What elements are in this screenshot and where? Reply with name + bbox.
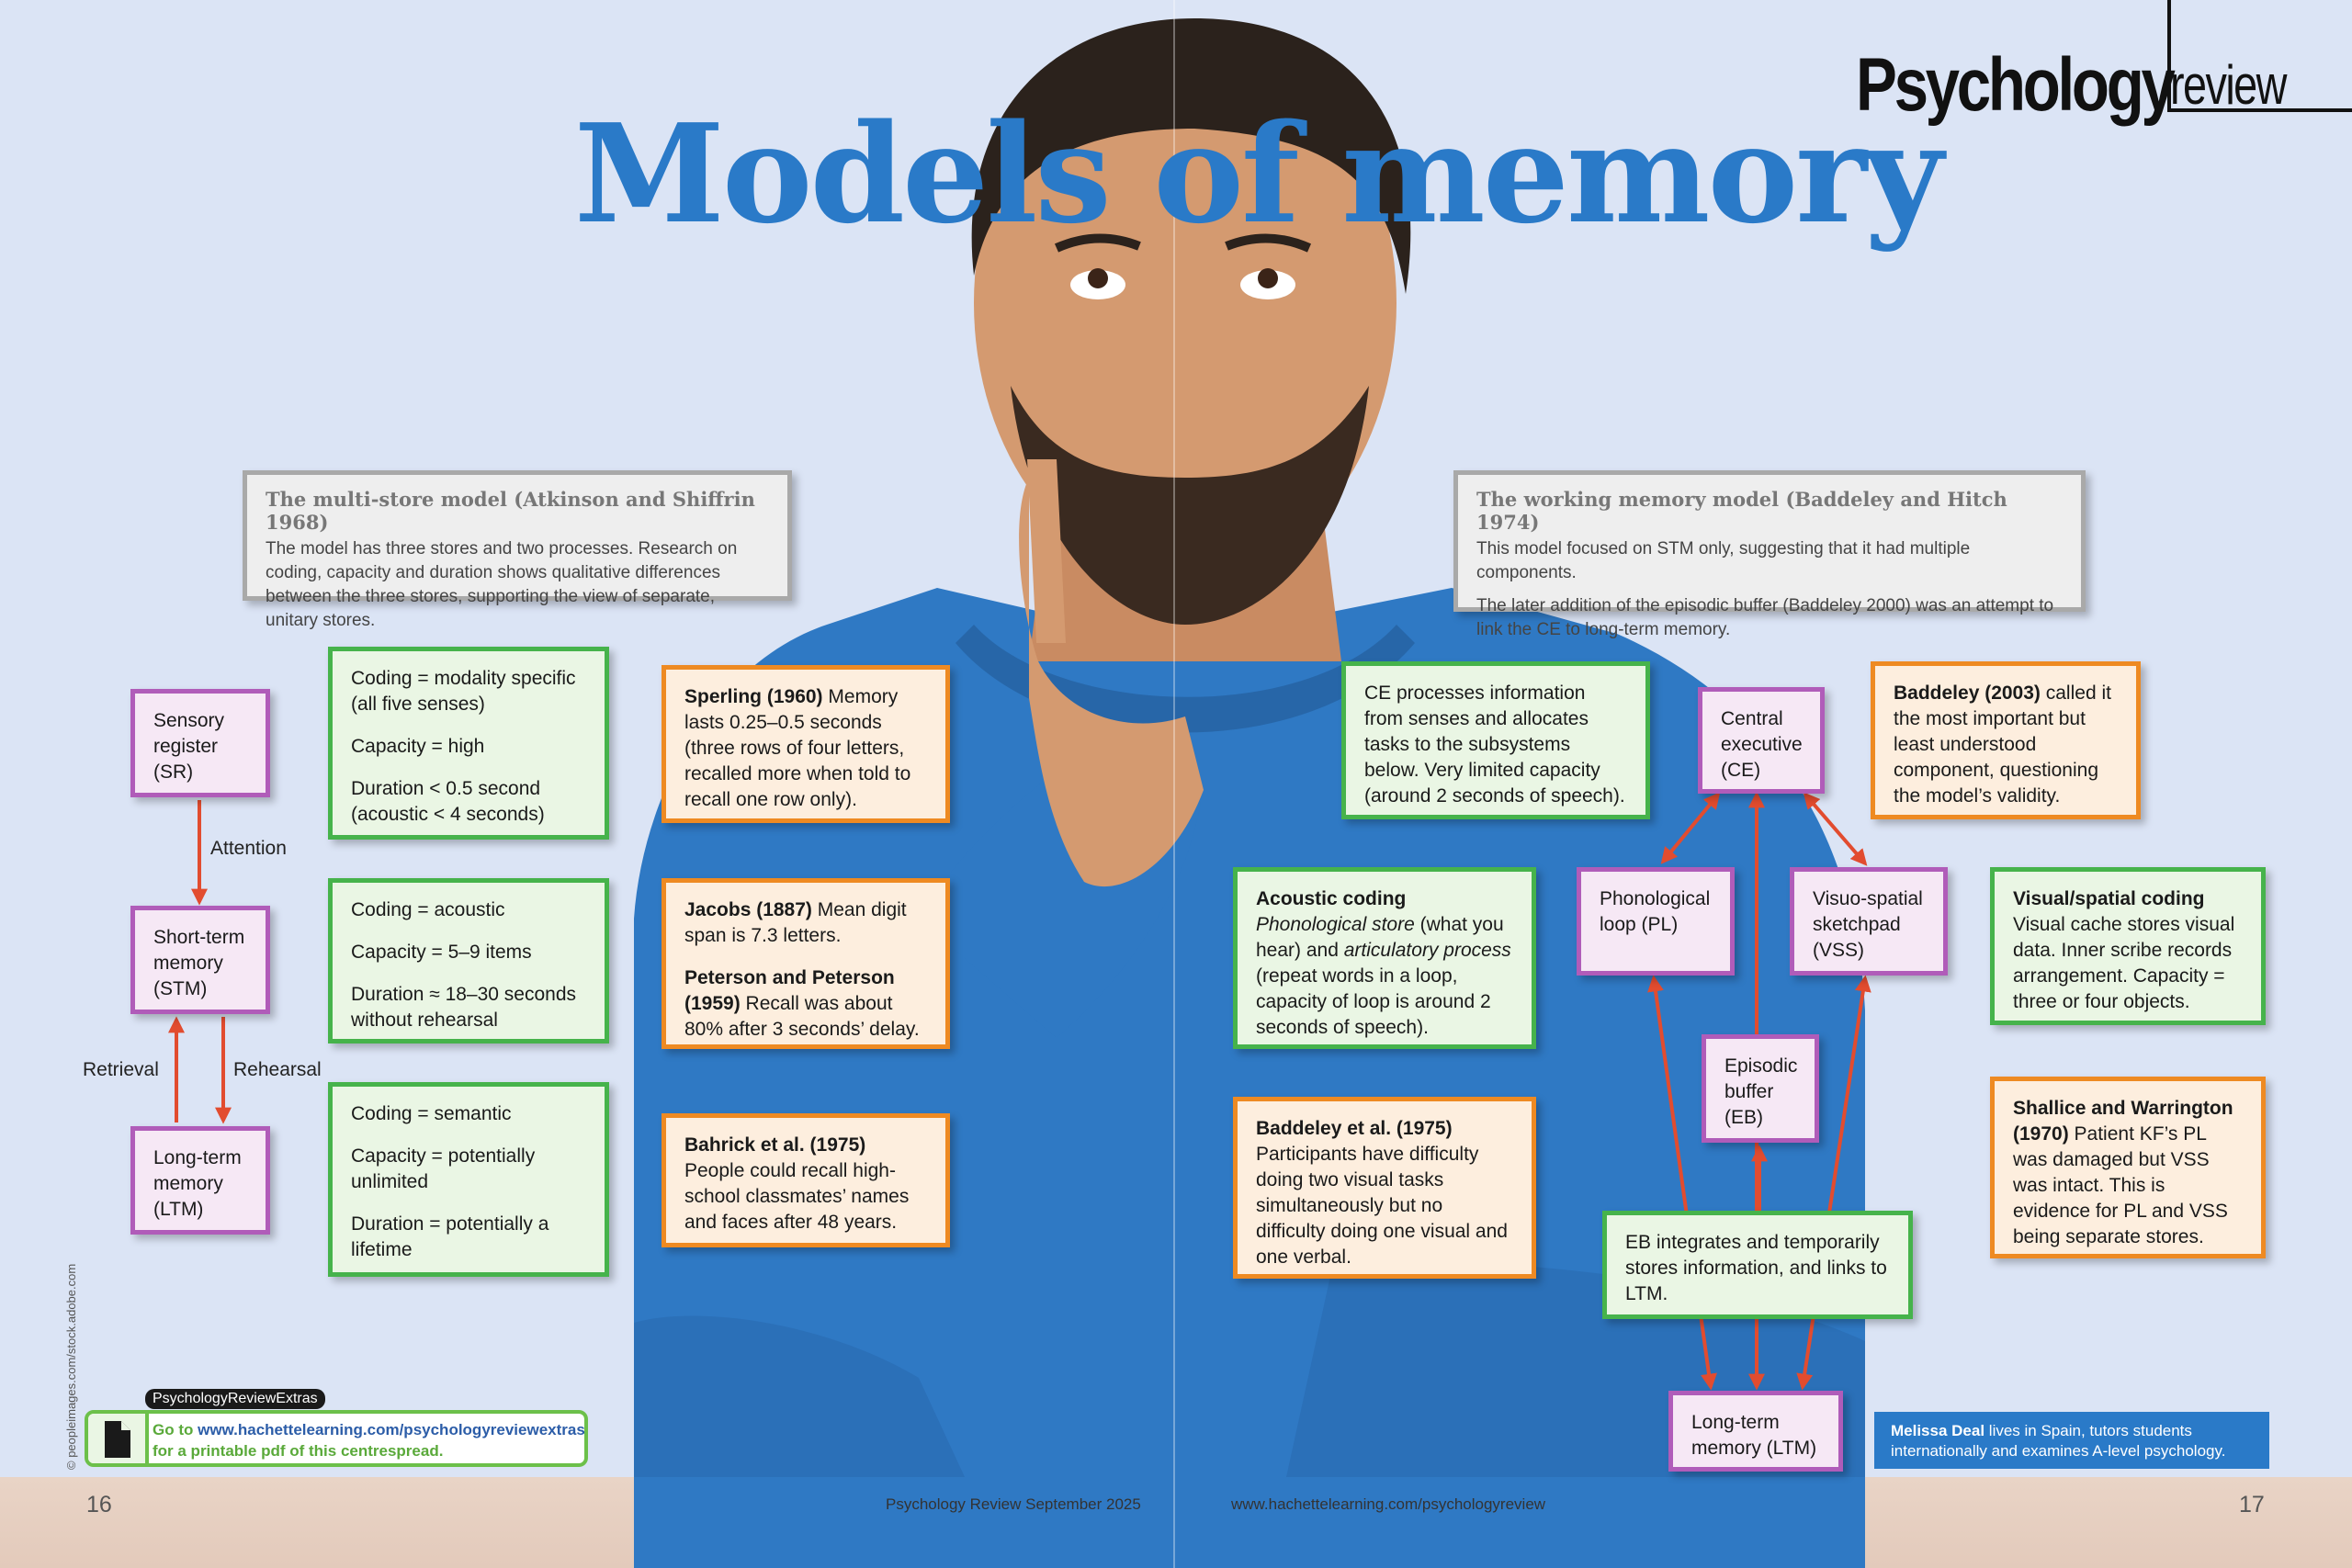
arrow-ce-vss: [1803, 792, 1868, 866]
phonological-store-term: Phonological store: [1256, 914, 1415, 935]
arrow-ce-pl: [1660, 792, 1721, 864]
episodic-buffer-box: Episodic buffer (EB): [1702, 1034, 1819, 1143]
multi-store-intro: The multi-store model (Atkinson and Shif…: [243, 470, 792, 630]
phonological-loop-label: Phonological loop (PL): [1600, 888, 1711, 935]
visuo-spatial-sketchpad-box: Visuo-spatial sketchpad (VSS): [1790, 867, 1948, 976]
central-executive-box: Central executive (CE): [1698, 687, 1825, 794]
sensory-register-box: Sensory register (SR): [130, 689, 270, 797]
logo-rule-horizontal: [2167, 108, 2352, 112]
wmm-long-term-memory-label: Long-term memory (LTM): [1691, 1412, 1817, 1459]
sr-capacity: Capacity = high: [351, 736, 485, 757]
bahrick-text: People could recall high-school classmat…: [684, 1160, 910, 1233]
short-term-memory-label: Short-term memory (STM): [153, 927, 245, 999]
visuo-spatial-sketchpad-label: Visuo-spatial sketchpad (VSS): [1813, 888, 1923, 961]
magazine-logo: Psychology review: [1856, 42, 2287, 129]
sensory-register-label: Sensory register (SR): [153, 710, 225, 783]
stm-duration: Duration ≈ 18–30 seconds without rehears…: [351, 984, 577, 1031]
baddeley-2003-citation: Baddeley (2003): [1894, 682, 2041, 704]
logo-review: review: [2170, 54, 2287, 116]
stm-coding: Coding = acoustic: [351, 899, 505, 920]
acoustic-text-2: (repeat words in a loop, capacity of loo…: [1256, 965, 1491, 1038]
page-title: Models of memory: [574, 94, 1943, 254]
ce-info-text: CE processes information from senses and…: [1364, 682, 1625, 807]
retrieval-label: Retrieval: [83, 1059, 159, 1080]
extras-tag: PsychologyReviewExtras: [145, 1389, 325, 1409]
ltm-duration: Duration = potentially a lifetime: [351, 1213, 549, 1260]
long-term-memory-box: Long-term memory (LTM): [130, 1126, 270, 1235]
shallice-warrington-citation: Shallice and Warrington (1970): [2013, 1098, 2233, 1145]
baddeley-2003-text: called it the most important but least u…: [1894, 682, 2111, 807]
central-executive-label: Central executive (CE): [1721, 708, 1803, 781]
ltm-info-box: Coding = semantic Capacity = potentially…: [328, 1082, 609, 1277]
author-text: lives in Spain, tutors students internat…: [1891, 1422, 2226, 1460]
long-term-memory-label: Long-term memory (LTM): [153, 1147, 242, 1220]
sperling-text: Memory lasts 0.25–0.5 seconds (three row…: [684, 686, 911, 810]
logo-rule-vertical: [2167, 0, 2171, 108]
page-gutter: [1173, 0, 1175, 1568]
page-number-right: 17: [2239, 1492, 2265, 1517]
peterson-text: Recall was about 80% after 3 seconds’ de…: [684, 993, 920, 1040]
articulatory-process-term: articulatory process: [1343, 940, 1511, 961]
baddeley-1975-box: Baddeley et al. (1975) Participants have…: [1233, 1097, 1536, 1279]
image-credit: © peopleimages.com/stock.adobe.com: [64, 1263, 78, 1470]
short-term-memory-box: Short-term memory (STM): [130, 906, 270, 1014]
logo-psychology: Psychology: [1856, 43, 2176, 127]
footer-website[interactable]: www.hachettelearning.com/psychologyrevie…: [1231, 1495, 1546, 1513]
baddeley-1975-text: Participants have difficulty doing two v…: [1256, 1144, 1508, 1268]
page-number-left: 16: [86, 1492, 112, 1517]
visual-spatial-text: Visual cache stores visual data. Inner s…: [2013, 914, 2235, 1012]
phonological-loop-box: Phonological loop (PL): [1577, 867, 1735, 976]
working-memory-intro: The working memory model (Baddeley and H…: [1453, 470, 2086, 639]
shallice-warrington-box: Shallice and Warrington (1970) Patient K…: [1990, 1077, 2266, 1258]
attention-label: Attention: [210, 838, 287, 859]
multi-store-heading: The multi-store model (Atkinson and Shif…: [266, 488, 755, 534]
document-icon: [88, 1414, 149, 1463]
extras-line-2: for a printable pdf of this centrespread…: [153, 1442, 444, 1460]
stm-capacity: Capacity = 5–9 items: [351, 942, 532, 963]
baddeley-1975-citation: Baddeley et al. (1975): [1256, 1118, 1453, 1139]
ltm-coding: Coding = semantic: [351, 1103, 512, 1124]
bahrick-box: Bahrick et al. (1975) People could recal…: [662, 1113, 950, 1247]
sperling-citation: Sperling (1960): [684, 686, 823, 707]
sr-coding: Coding = modality specific (all five sen…: [351, 668, 576, 715]
visual-spatial-coding-box: Visual/spatial coding Visual cache store…: [1990, 867, 2266, 1025]
stm-info-box: Coding = acoustic Capacity = 5–9 items D…: [328, 878, 609, 1043]
extras-callout[interactable]: Go to www.hachettelearning.com/psycholog…: [85, 1410, 588, 1467]
sr-info-box: Coding = modality specific (all five sen…: [328, 647, 609, 840]
extras-link[interactable]: www.hachettelearning.com/psychologyrevie…: [198, 1421, 585, 1438]
ltm-capacity: Capacity = potentially unlimited: [351, 1145, 536, 1192]
eb-info-box: EB integrates and temporarily stores inf…: [1602, 1211, 1913, 1319]
working-memory-text-1: This model focused on STM only, suggesti…: [1476, 539, 1971, 582]
episodic-buffer-label: Episodic buffer (EB): [1724, 1055, 1798, 1128]
shallice-warrington-text: Patient KF’s PL was damaged but VSS was …: [2013, 1123, 2228, 1247]
working-memory-text-2: The later addition of the episodic buffe…: [1476, 596, 2054, 639]
author-bio: Melissa Deal lives in Spain, tutors stud…: [1874, 1412, 2269, 1469]
wmm-long-term-memory-box: Long-term memory (LTM): [1668, 1391, 1843, 1472]
acoustic-coding-heading: Acoustic coding: [1256, 888, 1407, 909]
baddeley-2003-box: Baddeley (2003) called it the most impor…: [1871, 661, 2141, 819]
extras-line-1: Go to www.hachettelearning.com/psycholog…: [153, 1421, 585, 1439]
footer-magazine: Psychology Review September 2025: [886, 1495, 1141, 1513]
ce-info-box: CE processes information from senses and…: [1341, 661, 1650, 819]
extras-go-text: Go to: [153, 1421, 198, 1438]
acoustic-coding-box: Acoustic coding Phonological store (what…: [1233, 867, 1536, 1049]
bahrick-citation: Bahrick et al. (1975): [684, 1134, 866, 1156]
rehearsal-label: Rehearsal: [233, 1059, 322, 1080]
multi-store-text: The model has three stores and two proce…: [266, 539, 738, 630]
working-memory-heading: The working memory model (Baddeley and H…: [1476, 488, 2007, 534]
jacobs-citation: Jacobs (1887): [684, 899, 812, 920]
author-name: Melissa Deal: [1891, 1422, 1985, 1439]
sr-duration: Duration < 0.5 second (acoustic < 4 seco…: [351, 778, 545, 825]
peterson-citation: Peterson and Peterson (1959): [684, 967, 895, 1014]
jacobs-text: Mean digit span is 7.3 letters.: [684, 899, 907, 946]
visual-spatial-heading: Visual/spatial coding: [2013, 888, 2205, 909]
acoustic-text-1: (what you hear) and: [1256, 914, 1504, 961]
sperling-box: Sperling (1960) Memory lasts 0.25–0.5 se…: [662, 665, 950, 823]
eb-info-text: EB integrates and temporarily stores inf…: [1625, 1232, 1887, 1304]
jacobs-peterson-box: Jacobs (1887) Mean digit span is 7.3 let…: [662, 878, 950, 1049]
